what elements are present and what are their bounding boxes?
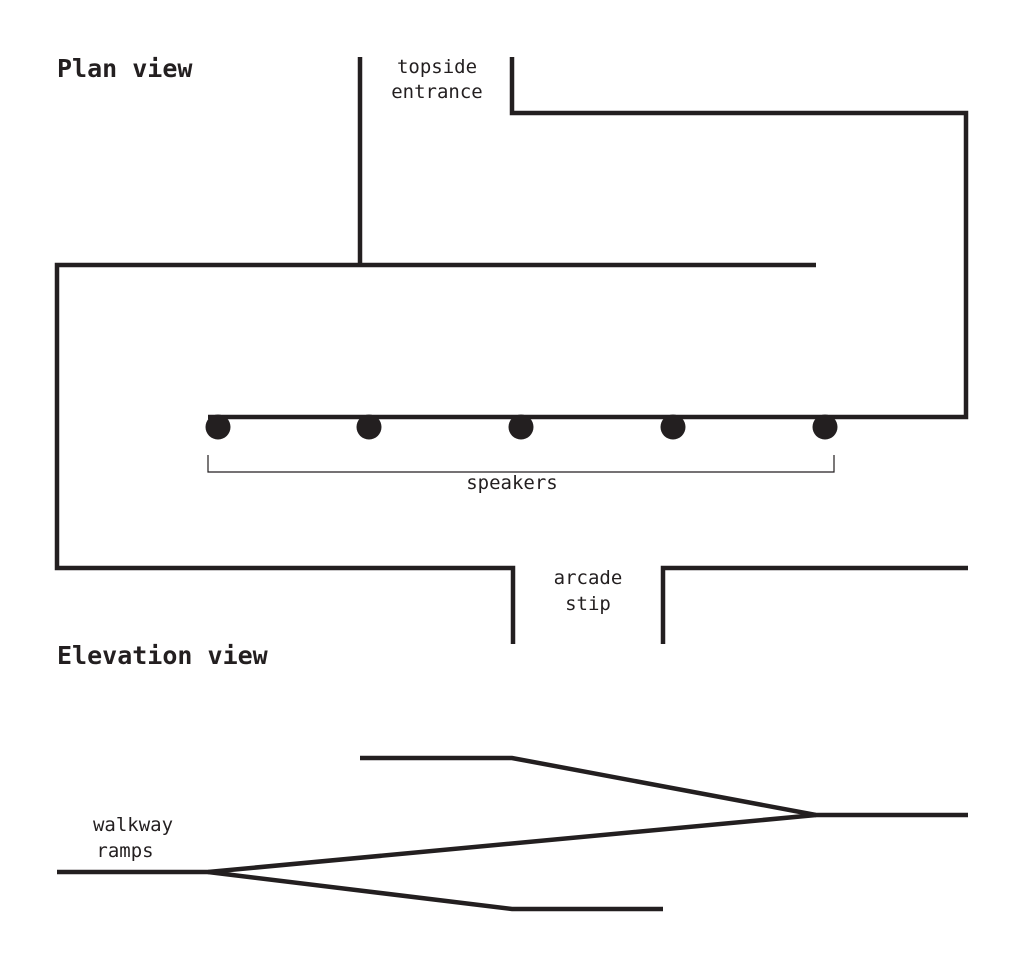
corridor-outer-left-wall xyxy=(54,262,516,644)
arcade-label-line1: arcade xyxy=(554,567,623,589)
walkway-ramps-label-line1: walkway xyxy=(93,814,173,836)
elevation-view: Elevation view walkway ramps xyxy=(57,641,968,912)
speaker-icon xyxy=(508,414,534,440)
upper-ramp xyxy=(360,755,968,818)
topside-entrance-label-line2: entrance xyxy=(391,81,483,103)
arcade-right-wall xyxy=(660,565,968,644)
topside-entrance-label-line1: topside xyxy=(397,56,477,78)
lower-ramp xyxy=(207,869,663,912)
plan-view-heading: Plan view xyxy=(57,54,193,83)
speaker-icon xyxy=(660,414,686,440)
speakers-bracket xyxy=(207,455,835,473)
speaker-icon xyxy=(356,414,382,440)
plan-view: Plan view topside entrance speakers arca… xyxy=(54,54,969,644)
speaker-icon xyxy=(812,414,838,440)
arcade-label-line2: stip xyxy=(565,593,611,615)
speaker-icon xyxy=(205,414,231,440)
elevation-view-heading: Elevation view xyxy=(57,641,269,670)
speaker-row xyxy=(205,414,838,440)
speakers-label: speakers xyxy=(466,472,558,494)
walkway-ramps-label-line2: ramps xyxy=(96,840,153,862)
corridor-right-wall xyxy=(208,57,969,420)
